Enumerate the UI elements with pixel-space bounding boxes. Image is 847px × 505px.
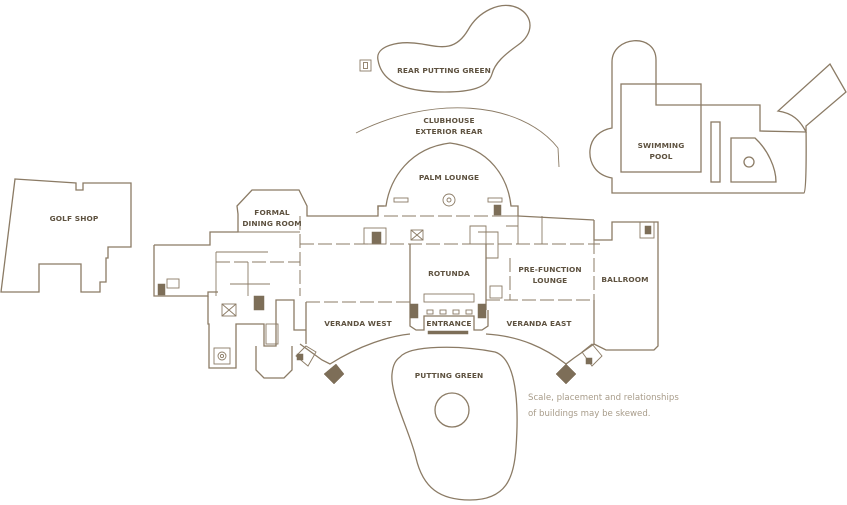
entrance-stair-west [409,303,419,319]
crate-x-2 [221,303,237,317]
rear-sign-icon [359,59,372,72]
palm-fountain-icon [442,193,456,207]
veranda-west-stair [323,363,345,385]
west-pavilion [255,346,293,379]
label-clubhouse-exterior-rear-2: EXTERIOR REAR [415,127,482,136]
label-golf-shop: GOLF SHOP [50,214,99,223]
prefunction-north-wall [517,215,595,221]
service-crate-icon [221,303,237,317]
label-palm-lounge: PALM LOUNGE [419,173,479,182]
putting-green-shape [391,346,518,501]
service-area-outline [207,296,306,369]
ballroom-stair [644,225,652,235]
palm-lounge-outline [377,142,519,216]
rotunda-stair-box [363,227,387,245]
label-pre-function-lounge-1: PRE-FUNCTION [518,265,581,274]
entrance-steps [427,330,469,335]
label-formal-dining-room-2: DINING ROOM [242,219,301,228]
label-rear-putting-green: REAR PUTTING GREEN [397,66,491,75]
veranda-east-stair-2 [585,357,593,365]
label-swimming-pool-1: SWIMMING [638,141,685,150]
prefunction-small-room [489,285,503,299]
entrance-pillar-1 [426,309,434,315]
scale-note-line-1: Scale, placement and relationships [528,393,679,403]
veranda-east-curve [485,333,595,365]
rotunda-north-rooms [498,215,519,244]
spa-tub [743,156,755,168]
exterior-rear-arc [355,107,559,149]
palm-lounge-bar [393,197,409,203]
entrance-pillar-2 [439,309,447,315]
label-entrance: ENTRANCE [426,319,471,328]
entrance-inner-frame [423,293,475,303]
palm-fountain-icon-inner [446,197,452,203]
golf-shop-outline [0,178,132,293]
veranda-west-curve [299,333,411,365]
west-stair [157,283,166,296]
entrance-stair-east [477,303,487,319]
swimming-pool-water [620,83,702,173]
label-clubhouse-exterior-rear-1: CLUBHOUSE [423,116,474,125]
west-small-room [166,278,180,289]
palm-lounge-stair [493,204,502,216]
label-pre-function-lounge-2: LOUNGE [533,276,568,285]
pool-lane-divider [710,121,721,183]
ballroom-outline [593,220,659,351]
rear-sign-icon-inner [363,62,368,69]
label-rotunda: ROTUNDA [428,269,470,278]
label-formal-dining-room-1: FORMAL [254,208,290,217]
ballroom-corner-room [639,221,655,239]
exterior-rear-arc-end [557,147,560,168]
elevator-icon-inner [219,353,225,359]
rotunda-stair [371,231,382,245]
pool-deck-outline [589,40,847,194]
west-pavilion-room [265,323,279,345]
service-stair [253,295,265,311]
label-putting-green: PUTTING GREEN [415,371,484,380]
rotunda-crate-icon [410,229,424,241]
label-veranda-west: VERANDA WEST [324,319,392,328]
label-ballroom: BALLROOM [601,275,648,284]
rear-putting-green-shape [377,4,531,93]
label-veranda-east: VERANDA EAST [506,319,571,328]
west-wing-outline [154,189,384,246]
entrance-outline [409,310,489,331]
veranda-east-stair [555,363,577,385]
rotunda-crate-x2 [410,229,424,241]
rotunda-service-rooms [469,225,499,259]
spa-area [730,137,777,183]
entrance-pillar-4 [465,309,473,315]
elevator-icon [217,351,227,361]
veranda-west-stair-2 [296,353,304,361]
scale-note-line-2: of buildings may be skewed. [528,409,651,419]
elevator-box [213,347,231,365]
putting-green-cup [434,392,470,428]
entrance-pillar-3 [452,309,460,315]
label-swimming-pool-2: POOL [649,152,672,161]
palm-lounge-bar-2 [487,197,503,203]
veranda-west-pavilion [295,345,317,367]
